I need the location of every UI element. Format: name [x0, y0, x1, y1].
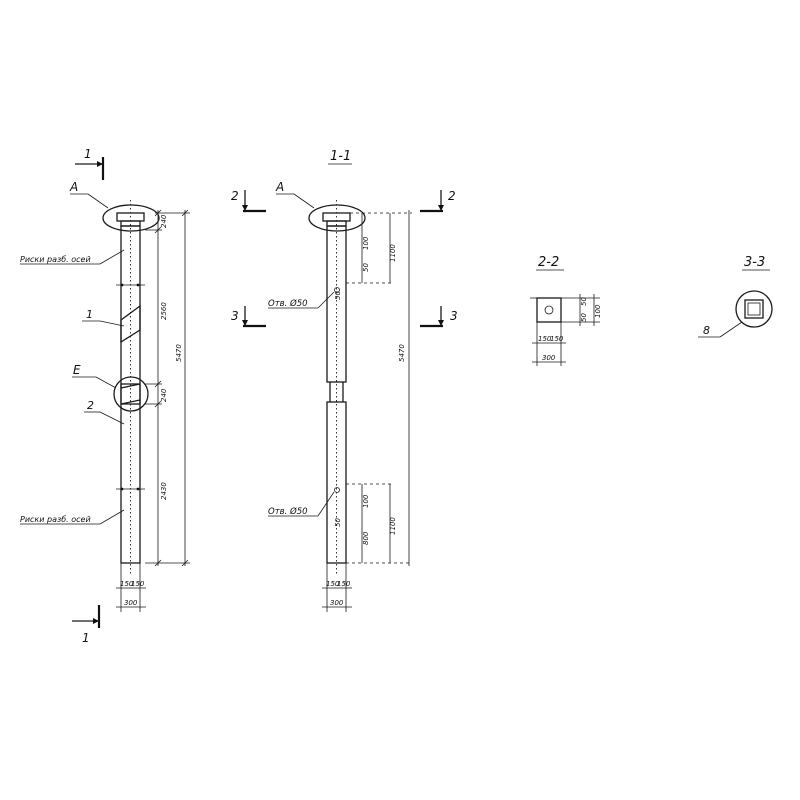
node-e-label: Е: [73, 363, 81, 377]
section-2-2-view: 2-2 50 50 100 150 150 300: [530, 255, 602, 366]
hole-label-lower: Отв. Ø50: [268, 506, 308, 517]
arrow-head-icon: [438, 205, 444, 211]
axis-marks-label-top: Риски разб. осей: [20, 255, 91, 264]
arrow-head-icon: [97, 161, 103, 167]
leader-line: [317, 491, 335, 517]
position-2-label: 2: [87, 399, 94, 412]
leader-line: [95, 376, 117, 389]
axis-marks-label-bottom: Риски разб. осей: [20, 515, 91, 524]
leader-line: [719, 321, 743, 338]
column-facade-view: 1 1 А Риски разб. осей: [20, 147, 190, 645]
dim-2560: 2560: [160, 302, 168, 320]
square-section-inner: [744, 299, 764, 319]
cut-opening: [120, 304, 141, 344]
dim-150-right: 150: [550, 335, 564, 343]
node-a-label: А: [275, 180, 284, 194]
dim-150-left: 150: [538, 335, 552, 343]
position-8-label: 8: [703, 324, 710, 337]
node-a-outline: [102, 204, 160, 232]
dim-100: 100: [594, 304, 602, 318]
cap-plate-plan: [536, 297, 562, 323]
dim-1100-upper: 1100: [389, 244, 397, 262]
dim-1100-lower: 1100: [389, 517, 397, 535]
dim-2430: 2430: [160, 482, 168, 500]
dim-150-left: 150: [120, 580, 134, 588]
dim-150-right: 150: [131, 580, 145, 588]
section-2-2-title: 2-2: [538, 255, 559, 270]
section-1-1-title: 1-1: [330, 149, 351, 164]
pipe-section-outline: [735, 290, 773, 328]
position-1-label: 1: [86, 308, 93, 321]
dim-300: 300: [330, 599, 344, 607]
dim-300: 300: [124, 599, 138, 607]
dim-50-hole: 50: [334, 291, 342, 300]
dim-tick: [154, 559, 162, 567]
section-3-label-right: 3: [450, 309, 458, 323]
column-lower-part: [326, 401, 347, 564]
leader-line: [99, 411, 125, 425]
dim-800: 800: [362, 531, 370, 545]
column-joint: [120, 383, 141, 405]
leader-line: [293, 193, 315, 209]
joint-line: [120, 399, 141, 405]
leader-line: [99, 320, 125, 327]
square-section-core: [747, 302, 761, 316]
joint-line: [120, 383, 141, 389]
arrow-head-icon: [438, 320, 444, 326]
dim-150-right: 150: [337, 580, 351, 588]
column-cap-neck: [120, 220, 141, 227]
dim-100-lower: 100: [362, 494, 370, 508]
hole-lower: [334, 487, 340, 493]
dim-tick: [154, 380, 162, 388]
leader-line: [317, 291, 335, 309]
dim-50: 50: [580, 297, 588, 306]
dim-tick: [154, 209, 162, 217]
axis-mark-dot: [120, 487, 124, 491]
dim-tick: [154, 226, 162, 234]
dim-300: 300: [542, 354, 556, 362]
node-a-outline: [308, 204, 366, 232]
arrow-head-icon: [242, 205, 248, 211]
section-2-label-right: 2: [448, 189, 456, 203]
dim-tick: [181, 559, 189, 567]
dim-5470: 5470: [398, 344, 406, 362]
dim-240-top: 240: [160, 214, 168, 228]
hole-label-upper: Отв. Ø50: [268, 298, 308, 309]
axis-mark-dot: [120, 283, 124, 287]
section-2-label-left: 2: [231, 189, 239, 203]
node-e-outline: [113, 376, 149, 412]
dim-150-left: 150: [326, 580, 340, 588]
leader-line: [87, 193, 109, 209]
dim-240-joint: 240: [160, 388, 168, 402]
arrow-head-icon: [93, 618, 99, 624]
node-a-label: А: [69, 180, 78, 194]
section-1-1-view: 1-1 2 2 3 3 А Отв. Ø: [231, 149, 458, 612]
section-3-label-left: 3: [231, 309, 239, 323]
arrow-head-icon: [242, 320, 248, 326]
dim-50-lower: 50: [334, 518, 342, 527]
dim-50: 50: [580, 313, 588, 322]
section-3-3-view: 3-3 8: [698, 255, 773, 338]
section-1-label-bottom: 1: [82, 631, 90, 645]
hole-upper: [334, 287, 340, 293]
axis-mark-dot: [136, 487, 140, 491]
dim-5470: 5470: [175, 344, 183, 362]
section-1-label-top: 1: [84, 147, 92, 161]
axis-mark-dot: [136, 283, 140, 287]
dim-tick: [154, 400, 162, 408]
dim-100-upper: 100: [362, 236, 370, 250]
leader-line: [99, 249, 125, 265]
dim-tick: [181, 209, 189, 217]
dim-50-upper: 50: [362, 263, 370, 272]
section-3-3-title: 3-3: [744, 255, 765, 270]
hole-plan: [544, 305, 554, 315]
leader-line: [99, 509, 125, 525]
